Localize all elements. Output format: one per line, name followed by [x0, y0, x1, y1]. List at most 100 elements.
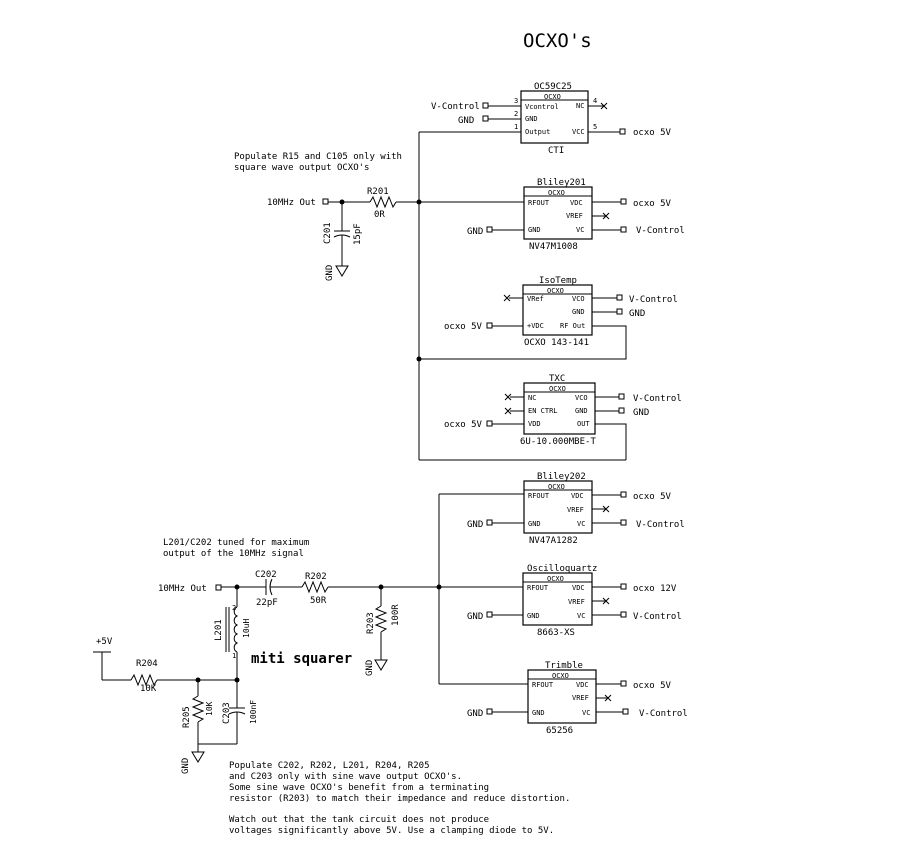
- net-label-vcontrol: V-Control: [629, 295, 678, 305]
- net-label-gnd: GND: [365, 660, 375, 676]
- pin-label-nc: NC: [576, 102, 584, 110]
- pin-label: RFOUT: [528, 492, 550, 500]
- pin-number: 2: [514, 110, 518, 118]
- port-icon: [482, 115, 489, 122]
- pin-label: VCO: [575, 394, 588, 402]
- port-icon: [486, 322, 493, 329]
- port-icon: [486, 611, 493, 618]
- part-ref: C201: [323, 222, 333, 244]
- no-connect-icon: [504, 393, 512, 401]
- ocxo-txc: TXC OCXO 6U-10.000MBE-T NC EN CTRL VDD V…: [444, 374, 682, 460]
- part-ref: R203: [366, 612, 376, 634]
- note-text: resistor (R203) to match their impedance…: [229, 794, 570, 804]
- net-label-plus5v: +5V: [96, 637, 113, 647]
- net-label-ocxo12v: ocxo 12V: [633, 584, 677, 594]
- chip-maker: Oscilloquartz: [527, 564, 597, 574]
- note-text: square wave output OCXO's: [234, 163, 369, 173]
- port-icon: [616, 294, 623, 301]
- net-label-10mhz: 10MHz Out: [158, 584, 207, 594]
- no-connect-icon: [602, 505, 610, 513]
- net-label-vcontrol: V-Control: [636, 520, 685, 530]
- chip-type: OCXO: [544, 93, 561, 101]
- port-icon: [620, 583, 627, 590]
- chip-part: CTI: [548, 146, 564, 156]
- note-text: L201/C202 tuned for maximum: [163, 538, 309, 548]
- chip-maker: Bliley202: [537, 472, 586, 482]
- net-label-gnd: GND: [458, 116, 474, 126]
- net-label-gnd: GND: [467, 520, 483, 530]
- port-icon: [620, 198, 627, 205]
- part-value: 100nF: [249, 700, 258, 724]
- port-icon: [620, 491, 627, 498]
- note-text: Watch out that the tank circuit does not…: [229, 815, 489, 825]
- resistor-r203: [374, 605, 388, 633]
- pin-label: +VDC: [527, 322, 544, 330]
- net-label-gnd: GND: [467, 612, 483, 622]
- chip-maker: Bliley201: [537, 178, 586, 188]
- pin-label: GND: [527, 612, 540, 620]
- pin-label: VDC: [570, 199, 583, 207]
- pin-label: RFOUT: [532, 681, 554, 689]
- chip-body: [522, 284, 593, 336]
- no-connect-icon: [602, 597, 610, 605]
- net-label-gnd: GND: [467, 227, 483, 237]
- chip-type: OCXO: [547, 575, 564, 583]
- note-text: output of the 10MHz signal: [163, 549, 304, 559]
- pin-label: RF Out: [560, 322, 585, 330]
- resistor-r205: [191, 695, 205, 723]
- chip-maker: IsoTemp: [539, 276, 577, 286]
- chip-part: 8663-XS: [537, 628, 575, 638]
- net-label-ocxo5v: ocxo 5V: [444, 322, 483, 332]
- pin-label: VREF: [566, 212, 583, 220]
- note-text: Some sine wave OCXO's benefit from a ter…: [229, 783, 489, 793]
- net-label-gnd: GND: [325, 265, 335, 281]
- chip-type: OCXO: [548, 189, 565, 197]
- port-icon: [486, 708, 493, 715]
- net-label-ocxo5v: ocxo 5V: [633, 492, 672, 502]
- pin-label: VRef: [527, 295, 544, 303]
- chip-type: OCXO: [552, 672, 569, 680]
- net-label-gnd: GND: [633, 408, 649, 418]
- part-value: 22pF: [256, 598, 278, 608]
- port-icon: [486, 226, 493, 233]
- pin-label: VREF: [568, 598, 585, 606]
- pin-number: 1: [232, 652, 236, 660]
- note-text: Populate R15 and C105 only with: [234, 152, 402, 162]
- chip-type: OCXO: [548, 483, 565, 491]
- part-value: 50R: [310, 596, 327, 606]
- part-value: 100R: [391, 604, 401, 626]
- part-ref: C202: [255, 570, 277, 580]
- net-label-gnd: GND: [467, 709, 483, 719]
- port-icon: [619, 128, 626, 135]
- net-label-vcontrol: V-Control: [639, 709, 688, 719]
- port-icon: [620, 611, 627, 618]
- resistor-r201: [369, 195, 397, 209]
- part-ref: R205: [182, 706, 192, 728]
- pin-label-gnd: GND: [525, 115, 538, 123]
- pin-label: VCO: [572, 295, 585, 303]
- net-label-10mhz: 10MHz Out: [267, 198, 316, 208]
- pin-label: VDC: [571, 492, 584, 500]
- pin-label: VREF: [572, 694, 589, 702]
- ocxo-oscilloquartz: Oscilloquartz OCXO 8663-XS RFOUT GND VDC…: [439, 564, 682, 638]
- port-icon: [620, 680, 627, 687]
- sine-squarer-network: L201/C202 tuned for maximum output of th…: [93, 538, 439, 774]
- part-value: 10K: [205, 701, 214, 716]
- output-top-network: 10MHz Out R201 0R C201 15pF GND: [267, 187, 419, 281]
- chip-part: 6U-10.000MBE-T: [520, 437, 596, 447]
- pin-label: NC: [528, 394, 536, 402]
- part-ref: C203: [222, 702, 232, 724]
- pin-label: VDC: [576, 681, 589, 689]
- pin-label: EN CTRL: [528, 407, 558, 415]
- note-text: Populate C202, R202, L201, R204, R205: [229, 761, 429, 771]
- inductor-l201: [233, 606, 239, 653]
- chip-type: OCXO: [547, 287, 564, 295]
- pin-label: RFOUT: [528, 199, 550, 207]
- port-icon: [620, 226, 627, 233]
- ocxo-oc59c25: OC59C25 OCXO CTI Vcontrol GND Output NC …: [431, 82, 672, 156]
- pin-label: GND: [532, 709, 545, 717]
- port-icon: [482, 102, 489, 109]
- pin-number: 3: [514, 97, 518, 105]
- ocxo-isotemp: IsoTemp OCXO OCXO 143-141 VRef +VDC VCO …: [419, 276, 678, 360]
